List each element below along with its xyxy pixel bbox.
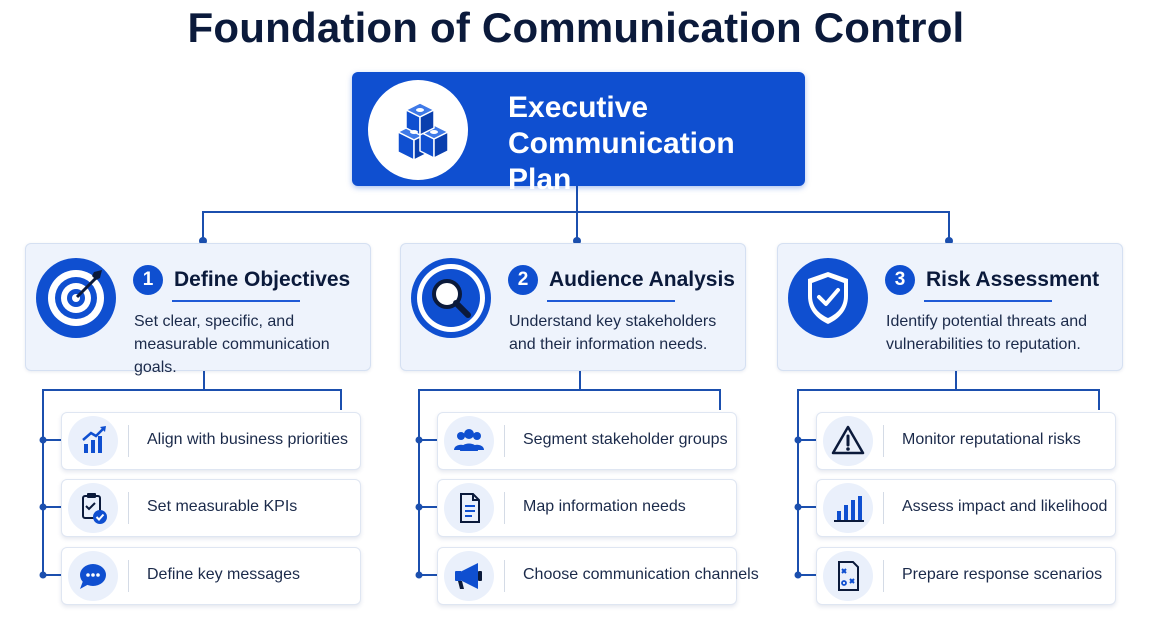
item-separator xyxy=(883,560,884,592)
branch-icon-badge xyxy=(411,258,491,338)
item-separator xyxy=(883,425,884,457)
people-icon xyxy=(454,429,484,451)
warning-icon xyxy=(831,425,865,455)
list-item: Set measurable KPIs xyxy=(61,479,361,537)
chat-bubble-icon xyxy=(80,564,106,589)
bar-chart-icon xyxy=(834,496,864,522)
item-icon-badge xyxy=(68,416,118,466)
growth-chart-icon xyxy=(82,426,106,453)
item-label: Align with business priorities xyxy=(147,431,348,448)
branch-description: Identify potential threats and vulnerabi… xyxy=(886,313,1088,353)
megaphone-icon xyxy=(455,563,482,589)
item-separator xyxy=(504,560,505,592)
item-label: Choose communication channels xyxy=(523,566,759,583)
item-separator xyxy=(128,492,129,524)
strategy-board-icon xyxy=(838,561,859,591)
branch-card-audience-analysis: 2 Audience Analysis Understand key stake… xyxy=(400,243,746,371)
list-item: Segment stakeholder groups xyxy=(437,412,737,470)
step-number-badge: 1 xyxy=(133,265,163,295)
step-number-badge: 3 xyxy=(885,265,915,295)
cubes-icon xyxy=(397,102,449,161)
item-label: Segment stakeholder groups xyxy=(523,431,728,448)
branch-description: Set clear, specific, and measurable comm… xyxy=(134,313,330,376)
item-label: Set measurable KPIs xyxy=(147,498,298,515)
item-icon-badge xyxy=(823,483,873,533)
step-number-badge: 2 xyxy=(508,265,538,295)
list-item: Assess impact and likelihood xyxy=(816,479,1116,537)
title-underline xyxy=(172,300,300,302)
item-icon-badge xyxy=(68,483,118,533)
item-separator xyxy=(128,560,129,592)
item-icon-badge xyxy=(444,416,494,466)
branch-title: Define Objectives xyxy=(174,268,351,291)
item-icon-badge xyxy=(68,551,118,601)
branch-description: Understand key stakeholders and their in… xyxy=(509,313,717,353)
list-item: Choose communication channels xyxy=(437,547,759,605)
diagram-title: Foundation of Communication Control xyxy=(187,4,965,51)
list-item: Define key messages xyxy=(61,547,361,605)
shield-check-icon xyxy=(808,272,848,324)
item-separator xyxy=(504,425,505,457)
root-title-line2: Communication Plan xyxy=(508,127,735,196)
item-label: Map information needs xyxy=(523,498,686,515)
branch-title: Risk Assessment xyxy=(926,268,1100,291)
branch-title: Audience Analysis xyxy=(549,268,735,291)
list-item: Map information needs xyxy=(437,479,737,537)
branch-icon-badge xyxy=(36,258,116,338)
root-icon-badge xyxy=(368,80,468,180)
magnifier-icon xyxy=(417,264,485,332)
list-item: Monitor reputational risks xyxy=(816,412,1116,470)
item-icon-badge xyxy=(444,483,494,533)
item-label: Assess impact and likelihood xyxy=(902,498,1108,515)
item-separator xyxy=(504,492,505,524)
title-underline xyxy=(547,300,675,302)
root-title: Executive Communication Plan xyxy=(508,90,798,198)
root-title-line1: Executive xyxy=(508,91,649,124)
item-icon-badge xyxy=(823,551,873,601)
item-icon-badge xyxy=(823,416,873,466)
root-node: Executive Communication Plan xyxy=(352,72,805,196)
item-label: Monitor reputational risks xyxy=(902,431,1081,448)
title-underline xyxy=(924,300,1052,302)
branch-card-risk-assessment: 3 Risk Assessment Identify potential thr… xyxy=(777,243,1123,371)
item-separator xyxy=(128,425,129,457)
item-separator xyxy=(883,492,884,524)
item-label: Define key messages xyxy=(147,566,300,583)
branch-card-define-objectives: 1 Define Objectives Set clear, specific,… xyxy=(25,243,371,376)
item-label: Prepare response scenarios xyxy=(902,566,1103,583)
list-item: Prepare response scenarios xyxy=(816,547,1116,605)
clipboard-check-icon xyxy=(82,493,107,524)
branch-icon-badge xyxy=(788,258,868,338)
item-icon-badge xyxy=(444,551,494,601)
list-item: Align with business priorities xyxy=(61,412,361,470)
target-icon xyxy=(48,270,104,326)
document-icon xyxy=(460,493,480,523)
